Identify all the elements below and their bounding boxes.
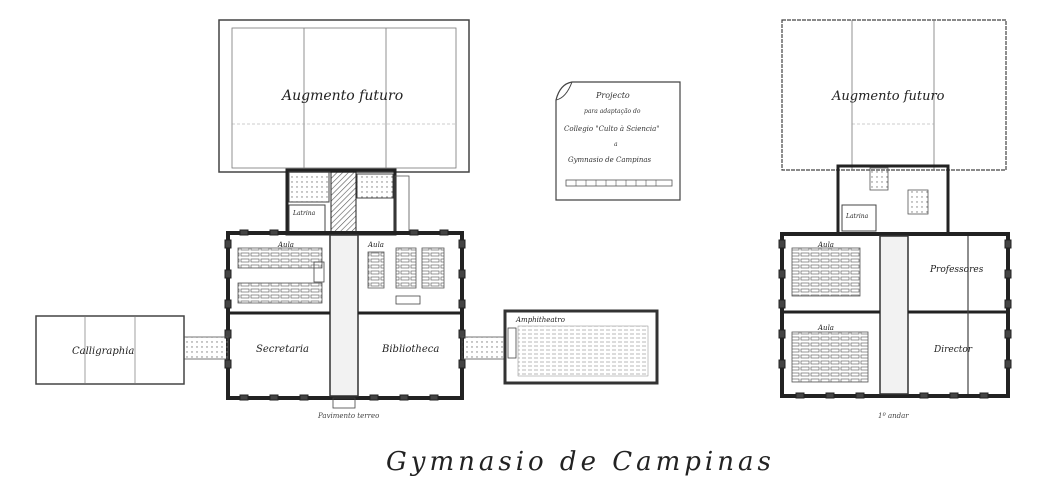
upper-main-building: Aula Aula Professores Director (778, 232, 1012, 420)
label-upper-classroom-top: Aula (817, 241, 834, 249)
cartouche-scale-bar (565, 179, 673, 187)
label-upper-classroom-bottom: Aula (817, 324, 834, 332)
ground-left-wing: Calligraphia (35, 315, 185, 385)
cartouche-line-4: a (614, 141, 618, 148)
label-ground-future-extension: Augmento futuro (280, 88, 403, 104)
label-secretary: Secretaria (256, 344, 309, 355)
label-upper-future-extension: Augmento futuro (831, 89, 945, 104)
cartouche-line-2: para adaptação do (584, 108, 641, 115)
cartouche-line-1: Projecto (595, 91, 630, 100)
label-teachers: Professores (929, 265, 984, 275)
ground-connector-left (183, 336, 229, 360)
ground-main-building: Aula Aula Secretaria Bibliotheca (224, 229, 466, 420)
ground-floor-plan: Augmento futuro Latrina Aula (35, 19, 659, 420)
ground-annex-block: Latrina (285, 168, 410, 236)
label-upper-toilets: Latrina (845, 213, 869, 220)
caption-ground-floor: Pavimento terreo (317, 412, 379, 420)
label-ground-toilets: Latrina (292, 210, 316, 217)
label-library: Bibliotheca (381, 344, 439, 355)
label-director: Director (933, 345, 973, 355)
ground-future-extension: Augmento futuro (218, 19, 470, 173)
label-classroom-right: Aula (367, 241, 384, 249)
label-classroom-left: Aula (277, 241, 294, 249)
upper-future-extension: Augmento futuro (781, 19, 1007, 171)
cartouche-line-5: Gymnasio de Campinas (568, 156, 652, 164)
label-amphitheatre: Amphitheatro (515, 316, 565, 324)
ground-amphitheatre: Amphitheatro (503, 309, 659, 385)
upper-floor-plan: Augmento futuro Latrina Aula Aula Profes… (778, 19, 1012, 420)
title-cartouche: Projecto para adaptação do Collegio "Cul… (555, 81, 681, 201)
drawing-title: Gymnasio de Campinas (386, 447, 775, 477)
caption-upper-floor: 1º andar (878, 412, 909, 420)
label-calligraphy: Calligraphia (72, 346, 134, 357)
cartouche-line-3: Collegio "Culto à Sciencia" (564, 125, 659, 133)
ground-connector-right (461, 336, 507, 360)
upper-annex-block: Latrina (836, 164, 950, 236)
